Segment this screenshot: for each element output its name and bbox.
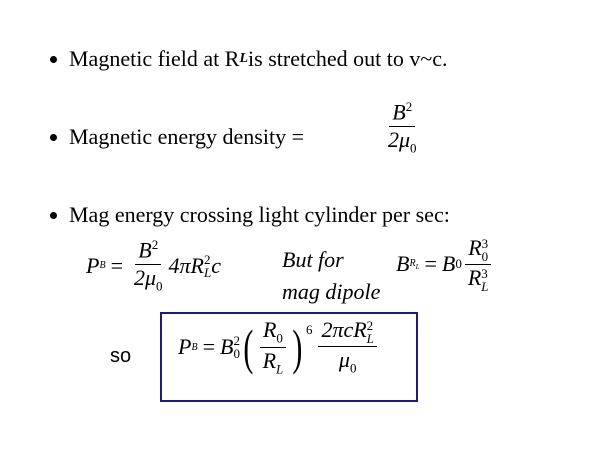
bullet-dot xyxy=(50,55,57,63)
symbol: 2μ xyxy=(133,264,157,290)
exponent: 3 xyxy=(481,265,488,281)
dipole-note: But for mag dipole xyxy=(282,244,380,308)
bullet-mag-energy: Mag energy crossing light cylinder per s… xyxy=(50,202,450,228)
exponent: 2 xyxy=(366,318,374,334)
symbol: R xyxy=(467,264,482,290)
bullet-text: is stretched out to v~c. xyxy=(248,46,448,71)
exponent: 2 xyxy=(405,99,413,114)
energy-density-formula: B2 2μ0 xyxy=(382,99,423,155)
symbol: P xyxy=(86,252,100,278)
subscript: R xyxy=(409,257,416,269)
symbol: B xyxy=(219,334,234,360)
subscript: L xyxy=(239,51,249,66)
subscript: 0 xyxy=(455,256,462,272)
equals: = xyxy=(110,252,123,278)
symbol: P xyxy=(178,334,192,360)
equals: = xyxy=(202,334,215,360)
subscript: 0 xyxy=(233,346,240,362)
left-paren: ( xyxy=(243,319,254,376)
subscript: L xyxy=(415,262,420,271)
symbol: B xyxy=(392,99,406,125)
note-line: mag dipole xyxy=(282,279,381,304)
symbol: 4πR xyxy=(168,252,204,278)
bullet-text: Magnetic field at R xyxy=(69,46,240,71)
equals: = xyxy=(424,251,437,277)
symbol: 2πcR xyxy=(321,317,367,343)
subscript: 0 xyxy=(349,360,357,376)
bullet-text: Magnetic energy density = xyxy=(69,124,304,149)
bullet-dot xyxy=(50,211,57,219)
symbol: μ xyxy=(338,347,350,373)
bullet-text: Mag energy crossing light cylinder per s… xyxy=(69,202,450,227)
exponent: 6 xyxy=(305,322,313,337)
exponent: 2 xyxy=(151,237,159,252)
symbol: 2μ xyxy=(388,126,411,152)
exponent: 2 xyxy=(233,333,240,349)
subscript: 0 xyxy=(276,330,283,346)
subscript: L xyxy=(204,264,212,280)
exponent: 2 xyxy=(204,251,211,267)
bullet-energy-density: Magnetic energy density = xyxy=(50,124,304,150)
subscript: L xyxy=(276,361,284,377)
subscript: L xyxy=(366,331,374,347)
symbol: R xyxy=(262,317,277,342)
symbol: c xyxy=(211,252,221,278)
so-label: so xyxy=(110,345,132,367)
subscript: 0 xyxy=(481,248,489,264)
subscript: B xyxy=(191,341,198,353)
symbol: R xyxy=(262,347,277,373)
right-paren: ) xyxy=(292,319,303,376)
symbol: R xyxy=(468,235,482,260)
result-box xyxy=(160,312,418,402)
symbol: B xyxy=(441,251,456,277)
subscript: 0 xyxy=(410,139,417,155)
subscript: 0 xyxy=(156,277,163,293)
symbol: B xyxy=(138,237,152,263)
bullet-dot xyxy=(50,133,57,141)
subscript: B xyxy=(99,260,106,272)
subscript: L xyxy=(481,278,489,294)
note-line: But for xyxy=(282,247,344,272)
symbol: B xyxy=(396,251,410,277)
exponent: 3 xyxy=(481,235,489,251)
